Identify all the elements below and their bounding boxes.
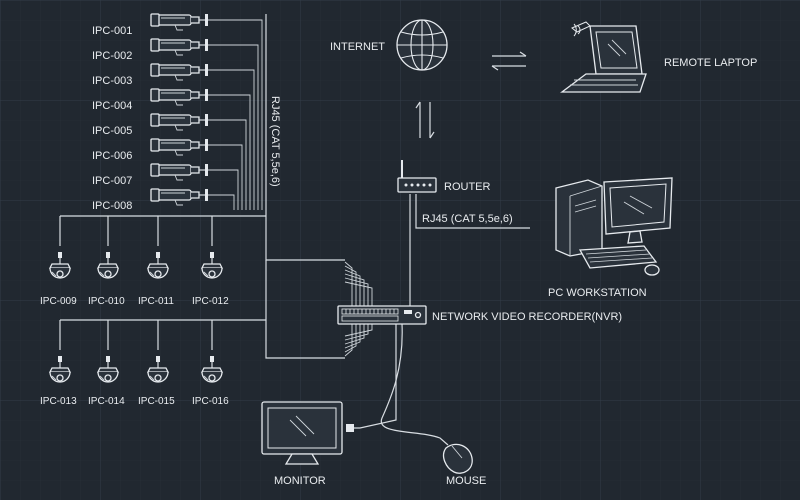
monitor-label: MONITOR [274, 475, 326, 487]
camera-label: IPC-008 [92, 200, 132, 212]
camera-label: IPC-002 [92, 50, 132, 62]
monitor-icon [261, 401, 354, 465]
remote-laptop-label: REMOTE LAPTOP [664, 57, 757, 69]
mouse-label: MOUSE [446, 475, 486, 487]
camera-label: IPC-009 [40, 296, 77, 307]
camera-label: IPC-001 [92, 25, 132, 37]
camera-label: IPC-005 [92, 125, 132, 137]
wifi-icon [573, 23, 581, 37]
globe-icon [396, 19, 448, 71]
camera-label: IPC-006 [92, 150, 132, 162]
camera-label: IPC-013 [40, 396, 77, 407]
desktop-pc-icon [555, 177, 673, 276]
bullet-camera-group: IPC-001 IPC-002 IPC-003 IPC-004 IPC-005 … [92, 13, 209, 212]
mouse-icon [442, 443, 473, 474]
camera-label: IPC-012 [192, 296, 229, 307]
camera-label: IPC-007 [92, 175, 132, 187]
dome-camera-group: IPC-009 IPC-010 IPC-011 IPC-012 IPC-013 … [40, 251, 229, 407]
laptop-icon [560, 21, 647, 93]
camera-label: IPC-014 [88, 396, 125, 407]
rj45-horizontal-label: RJ45 (CAT 5,5e,6) [422, 213, 513, 225]
rj45-vertical-label: RJ45 (CAT 5,5e,6) [269, 96, 281, 187]
camera-label: IPC-015 [138, 396, 175, 407]
wiring [59, 14, 530, 446]
camera-label: IPC-010 [88, 296, 125, 307]
camera-label: IPC-003 [92, 75, 132, 87]
camera-label: IPC-011 [138, 296, 174, 307]
nvr-icon [337, 305, 427, 325]
pc-workstation-label: PC WORKSTATION [548, 287, 647, 299]
internet-label: INTERNET [330, 41, 385, 53]
nvr-label: NETWORK VIDEO RECORDER(NVR) [432, 311, 622, 323]
camera-label: IPC-016 [192, 396, 229, 407]
router-icon [397, 160, 437, 193]
camera-label: IPC-004 [92, 100, 132, 112]
router-label: ROUTER [444, 181, 491, 193]
